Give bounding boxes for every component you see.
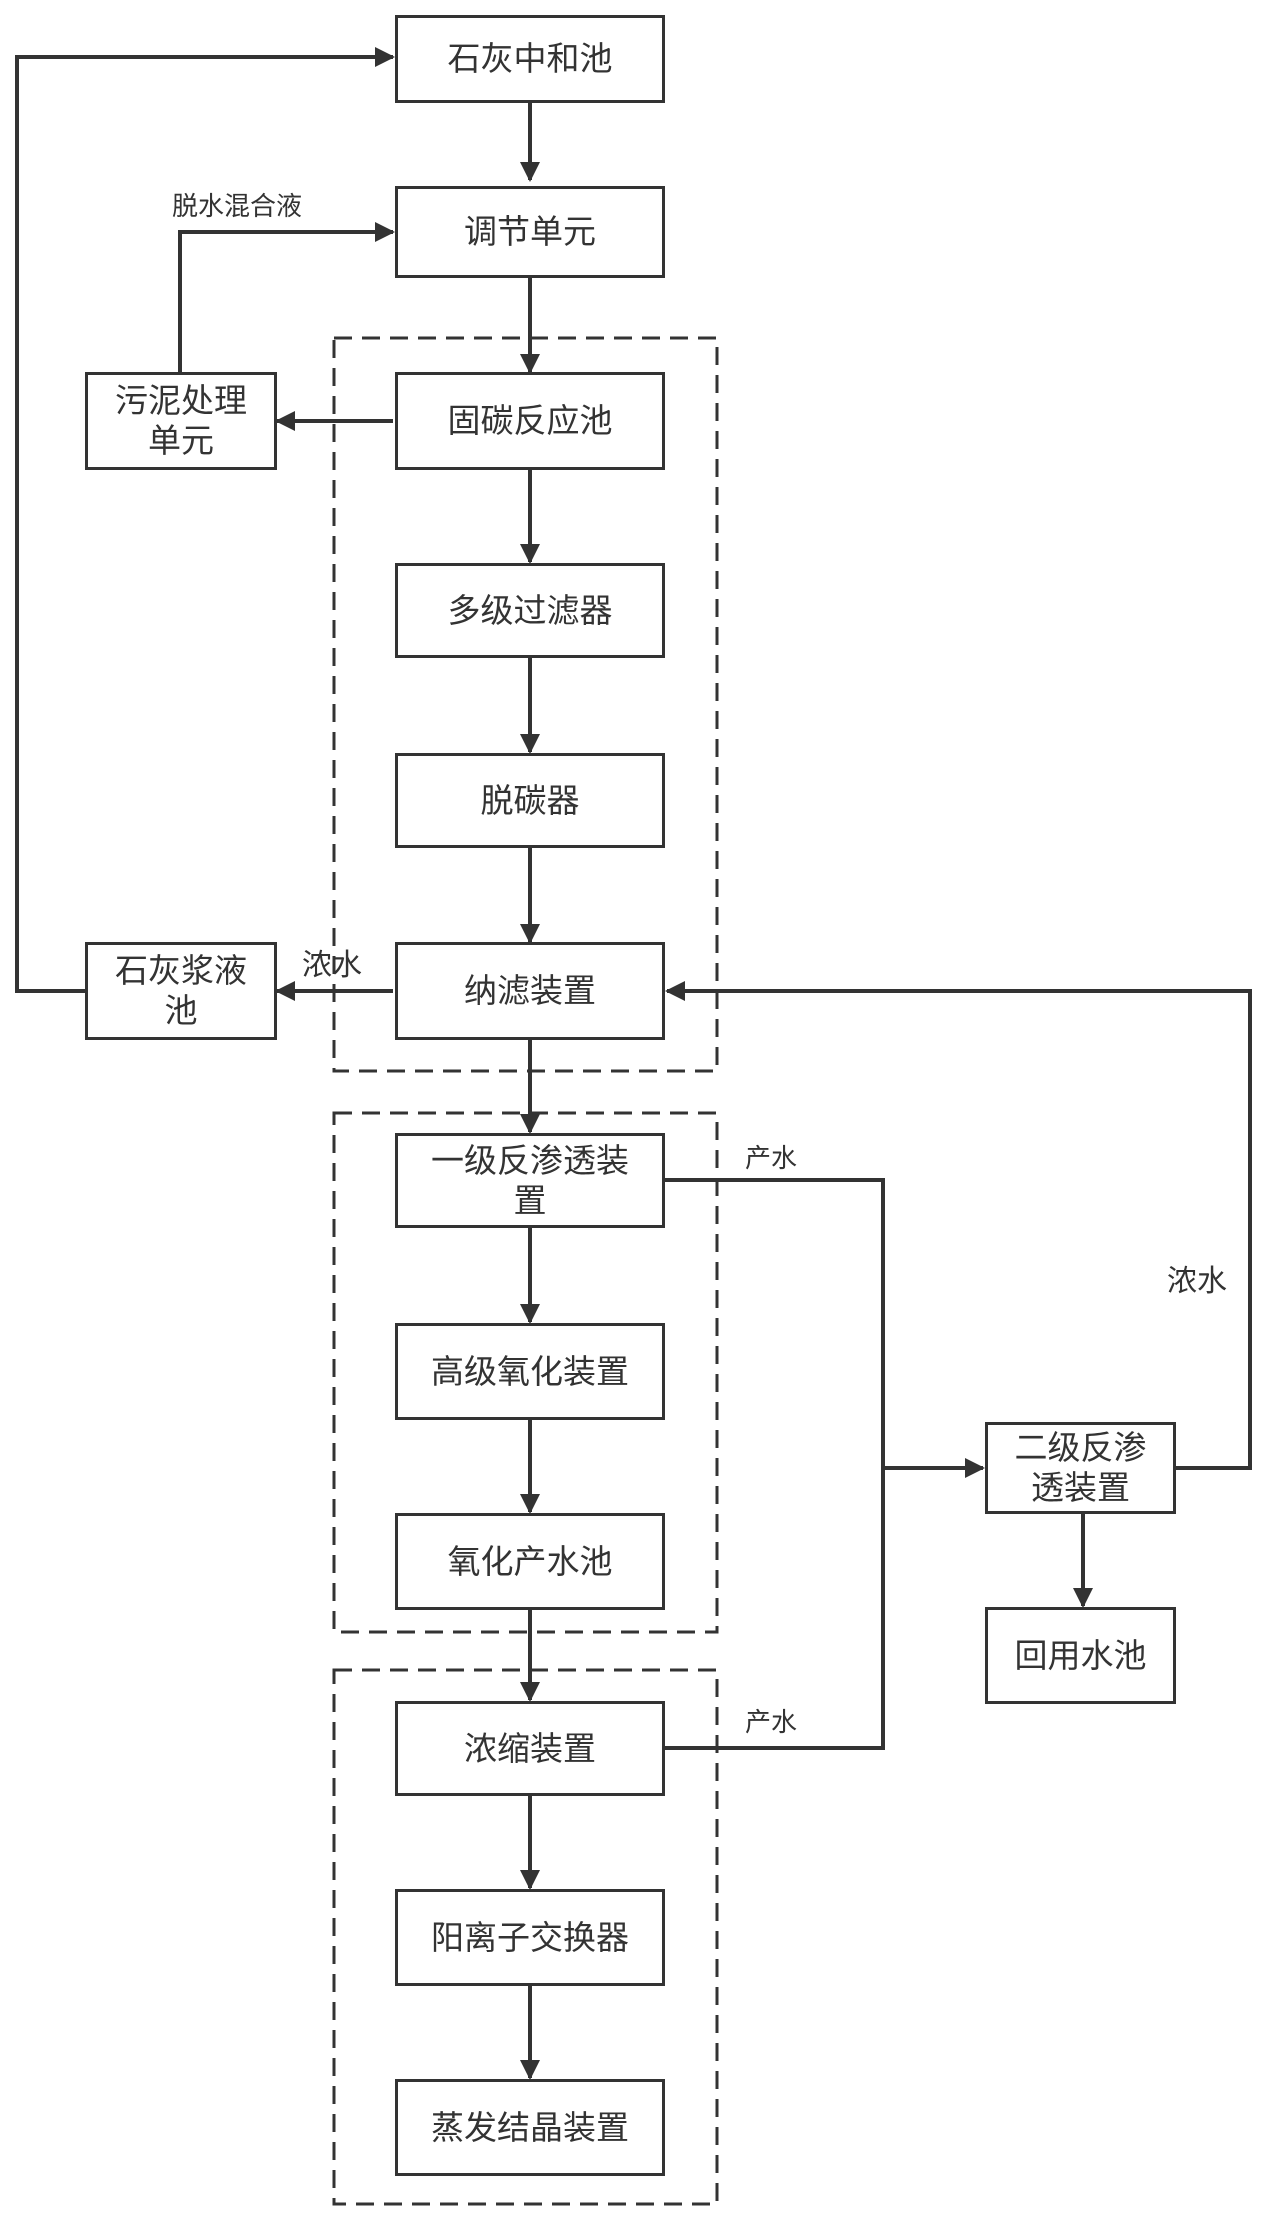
oxidation-product-tank-label: 氧化产水池 [447,1541,613,1581]
arrow-secondary-concentrate-return [665,981,1252,1470]
decarbonizer: 脱碳器 [395,753,665,848]
concentration-device: 浓缩装置 [395,1701,665,1796]
reuse-water-tank: 回用水池 [985,1607,1176,1704]
cation-exchanger: 阳离子交换器 [395,1889,665,1986]
primary-ro-device: 一级反渗透装 置 [395,1133,665,1228]
evaporative-crystallizer-label: 蒸发结晶装置 [431,2107,629,2147]
sludge-treatment-unit: 污泥处理 单元 [85,372,277,470]
group-frame-pretreatment [332,336,719,1073]
primary-ro-device-label-line2: 置 [513,1180,547,1220]
regulating-unit: 调节单元 [395,186,665,278]
decarbonizer-label: 脱碳器 [480,780,580,820]
lime-slurry-tank-label-line2: 池 [164,991,198,1030]
lime-slurry-tank-label-line1: 石灰浆液 [115,951,247,991]
secondary-ro-device: 二级反渗 透装置 [985,1422,1176,1514]
edge-label-product-water-concentration: 产水 [745,1708,798,1738]
line-concentration-product [665,1468,885,1750]
multistage-filter-label: 多级过滤器 [447,590,613,630]
carbon-fixation-tank-label: 固碳反应池 [447,401,613,441]
line-primary-ro-product [665,1178,885,1468]
edge-label-dewatering-mixture: 脱水混合液 [172,192,303,222]
advanced-oxidation-device-label: 高级氧化装置 [431,1351,629,1391]
lime-neutralization-tank-label: 石灰中和池 [447,39,613,79]
concentration-device-label: 浓缩装置 [464,1728,596,1768]
arrow-slurry-to-lime [15,47,395,993]
arrow-sludge-to-regulating [178,222,395,372]
lime-slurry-tank: 石灰浆液 池 [85,942,277,1040]
edge-label-product-water-ro: 产水 [745,1144,798,1174]
group-frame-concentration [332,1668,719,2206]
nanofiltration-device: 纳滤装置 [395,942,665,1040]
carbon-fixation-tank: 固碳反应池 [395,372,665,470]
edge-label-concentrate-return: 浓水 [1167,1264,1227,1299]
secondary-ro-device-label-line1: 二级反渗 [1014,1428,1147,1468]
group-frame-ro-oxidation [332,1111,719,1634]
oxidation-product-tank: 氧化产水池 [395,1513,665,1610]
secondary-ro-device-label-line2: 透装置 [1031,1468,1130,1507]
nanofiltration-device-label: 纳滤装置 [464,971,596,1011]
evaporative-crystallizer: 蒸发结晶装置 [395,2079,665,2176]
multistage-filter: 多级过滤器 [395,563,665,658]
cation-exchanger-label: 阳离子交换器 [431,1917,629,1957]
regulating-unit-label: 调节单元 [464,212,596,252]
primary-ro-device-label-line1: 一级反渗透装 [431,1140,629,1180]
lime-neutralization-tank: 石灰中和池 [395,15,665,103]
sludge-treatment-unit-label-line2: 单元 [148,421,214,460]
advanced-oxidation-device: 高级氧化装置 [395,1323,665,1420]
reuse-water-tank-label: 回用水池 [1014,1635,1147,1675]
edge-label-concentrate-to-slurry: 浓水 [302,948,362,983]
sludge-treatment-unit-label-line1: 污泥处理 [115,381,247,421]
